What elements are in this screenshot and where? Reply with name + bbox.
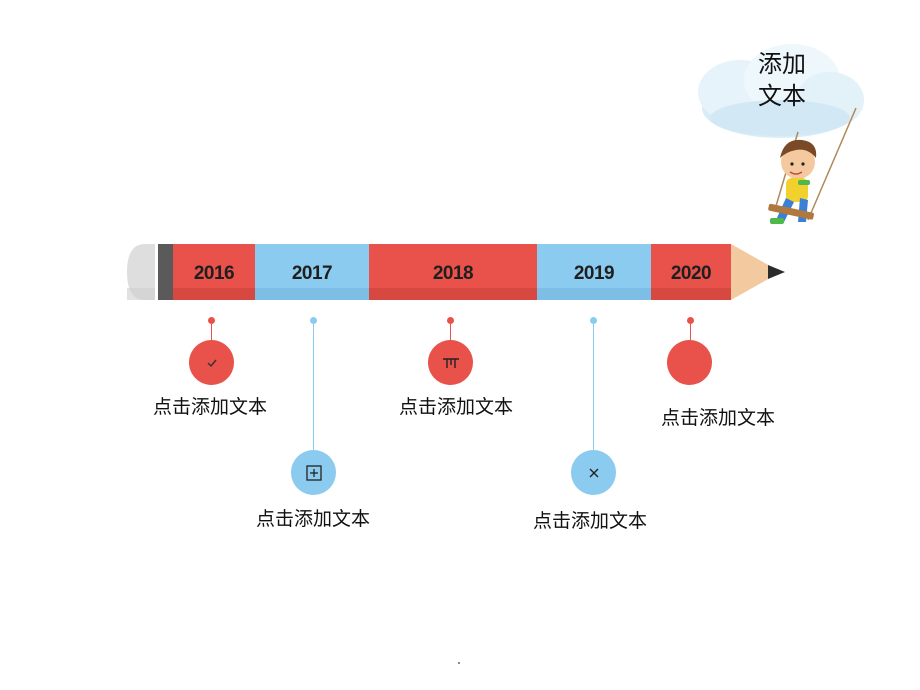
event-dot-2016 xyxy=(208,317,215,324)
segment-shade-2020 xyxy=(651,288,731,300)
cloud-shape xyxy=(698,44,864,138)
event-node-2018 xyxy=(428,340,473,385)
cloud-boy-illustration xyxy=(698,44,864,224)
cloud-text-line2: 文本 xyxy=(758,82,806,110)
event-stem-2019 xyxy=(593,324,594,450)
year-label-2019: 2019 xyxy=(573,263,615,284)
text-edit-icon xyxy=(442,357,459,368)
pencil-wood-tip xyxy=(731,244,770,300)
event-caption-2020: 点击添加文本 xyxy=(660,407,775,429)
event-node-2019 xyxy=(571,450,616,495)
segment-shade-2017 xyxy=(255,288,369,300)
event-stem-2017 xyxy=(313,324,314,450)
event-node-2020 xyxy=(667,340,712,385)
event-caption-2018: 点击添加文本 xyxy=(398,396,513,418)
close-icon xyxy=(589,468,598,477)
year-label-2020: 2020 xyxy=(670,263,712,284)
swing-seat xyxy=(768,203,814,220)
segment-shade-2018 xyxy=(369,288,537,300)
segment-shade-2016 xyxy=(173,288,255,300)
event-caption-2017: 点击添加文本 xyxy=(255,508,370,530)
year-label-2018: 2018 xyxy=(432,263,474,284)
event-node-2017 xyxy=(291,450,336,495)
event-dot-2019 xyxy=(590,317,597,324)
event-dot-2018 xyxy=(447,317,454,324)
check-icon xyxy=(207,359,217,367)
event-stem-2018 xyxy=(450,324,451,340)
event-stem-2016 xyxy=(211,324,212,340)
event-caption-2016: 点击添加文本 xyxy=(152,396,267,418)
pencil-lead xyxy=(768,265,785,279)
pencil-ferrule xyxy=(158,244,173,300)
plus-square-icon xyxy=(305,464,322,481)
cloud-label: 添加 文本 xyxy=(747,48,817,112)
event-stem-2020 xyxy=(690,324,691,340)
event-node-2016 xyxy=(189,340,234,385)
pencil-eraser xyxy=(127,244,155,300)
cloud-text-line1: 添加 xyxy=(758,50,806,78)
pencil-eraser-shadow xyxy=(127,288,155,300)
segment-shade-2019 xyxy=(537,288,651,300)
event-dot-2020 xyxy=(687,317,694,324)
slide-dot xyxy=(458,662,460,664)
event-caption-2019: 点击添加文本 xyxy=(532,510,647,532)
year-label-2017: 2017 xyxy=(291,263,333,284)
event-dot-2017 xyxy=(310,317,317,324)
year-label-2016: 2016 xyxy=(193,263,235,284)
